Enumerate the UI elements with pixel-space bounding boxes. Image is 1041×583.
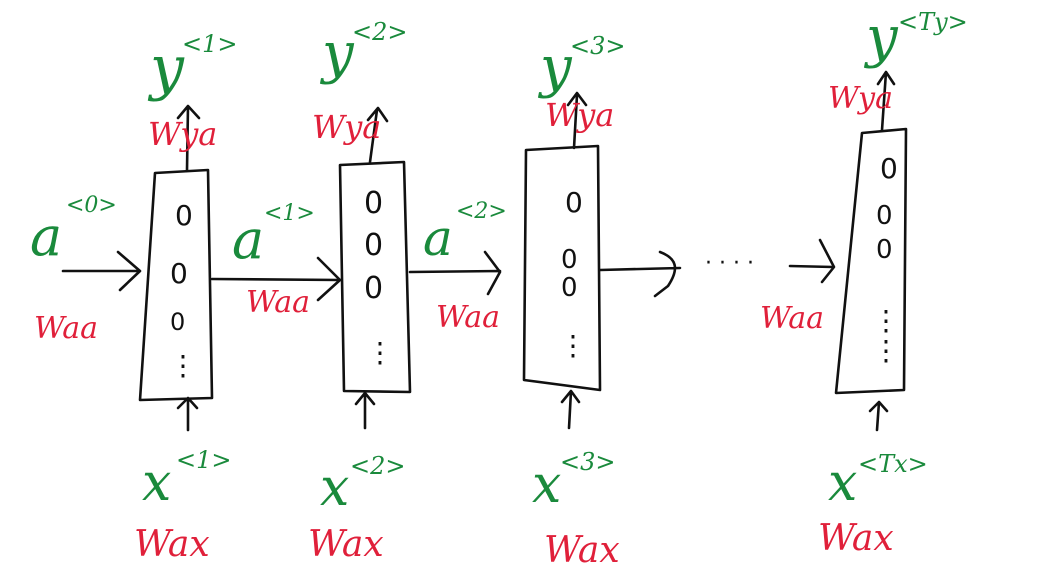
input-arrow [176,396,199,432]
hidden-unit: 0 [876,201,893,231]
activation-arrow-1 [210,256,342,302]
hidden-unit: 0 [364,186,383,221]
waa-label-0: Waa [34,311,98,346]
output-arrow [366,106,389,164]
input-arrow [868,400,889,432]
output-arrow [176,104,201,172]
rnn-cell-1: 0 0 0 ⋮ [138,104,214,432]
wax-label-3: Wax [544,530,620,571]
wya-label-T: Wya [828,81,893,116]
activation-sup-2: <2> [456,199,507,224]
output-sup-T: <Ty> [898,8,968,36]
waa-label-2: Waa [436,300,500,335]
activation-arrow-4 [788,238,836,284]
wya-label-2: Wya [312,108,381,146]
activation-sup-1: <1> [264,201,315,226]
input-arrow [560,389,581,430]
hidden-unit: 0 [561,273,578,303]
activation-label-2: a [423,209,453,267]
input-arrow [354,391,376,430]
input-sup-3: <3> [560,448,616,476]
input-label-1: x [142,453,171,513]
input-sup-1: <1> [176,446,232,474]
activation-arrow-0 [61,250,142,292]
rnn-cell-2: 0 0 0 ⋮ [338,106,412,430]
input-sup-2: <2> [350,452,406,480]
wax-label-1: Wax [134,524,210,565]
hidden-unit: 0 [364,228,383,263]
hidden-unit: 0 [170,308,185,336]
activation-sup-0: <0> [66,193,117,218]
activation-label-1: a [232,208,264,271]
cell-box [834,127,908,395]
hidden-unit: 0 [880,152,898,185]
hidden-unit: 0 [561,245,578,275]
vertical-ellipsis: ⋮ [366,336,394,369]
vertical-ellipsis: ⋮ [872,334,900,367]
activation-label-0: a [30,205,62,268]
hidden-unit: 0 [876,235,893,265]
output-label-3: y [537,35,573,100]
output-sup-1: <1> [182,30,238,58]
hidden-unit: 0 [170,257,188,290]
waa-label-1: Waa [246,285,310,320]
output-label-1: y [147,33,185,103]
wax-label-T: Wax [818,518,894,559]
wya-label-1: Wya [148,115,217,153]
output-label-T: y [863,5,899,70]
output-sup-2: <2> [352,18,408,46]
rnn-cell-3: 0 0 0 ⋮ [522,91,602,430]
hidden-unit: 0 [565,186,583,219]
rnn-cell-T: 0 0 0 ⋮ ⋮ [834,70,908,432]
input-label-T: x [828,453,857,513]
vertical-ellipsis: ⋮ [169,349,197,382]
output-arrow [876,70,896,132]
output-label-2: y [319,21,355,86]
output-arrow [566,91,588,150]
activation-arrow-2 [408,250,502,296]
hidden-unit: 0 [175,199,193,232]
input-label-2: x [320,458,349,518]
horizontal-ellipsis: · · · · [705,251,754,276]
vertical-ellipsis: ⋮ [559,329,587,362]
waa-label-3: Waa [760,301,824,336]
vertical-ellipsis: ⋮ [872,304,900,337]
output-sup-3: <3> [570,32,626,60]
activation-arrow-3 [598,250,682,298]
wax-label-2: Wax [308,524,384,565]
cell-box [338,160,412,394]
cell-box [138,168,214,402]
input-sup-T: <Tx> [858,450,928,478]
wya-label-3: Wya [545,96,614,134]
hidden-unit: 0 [364,271,383,306]
input-label-3: x [532,455,561,515]
